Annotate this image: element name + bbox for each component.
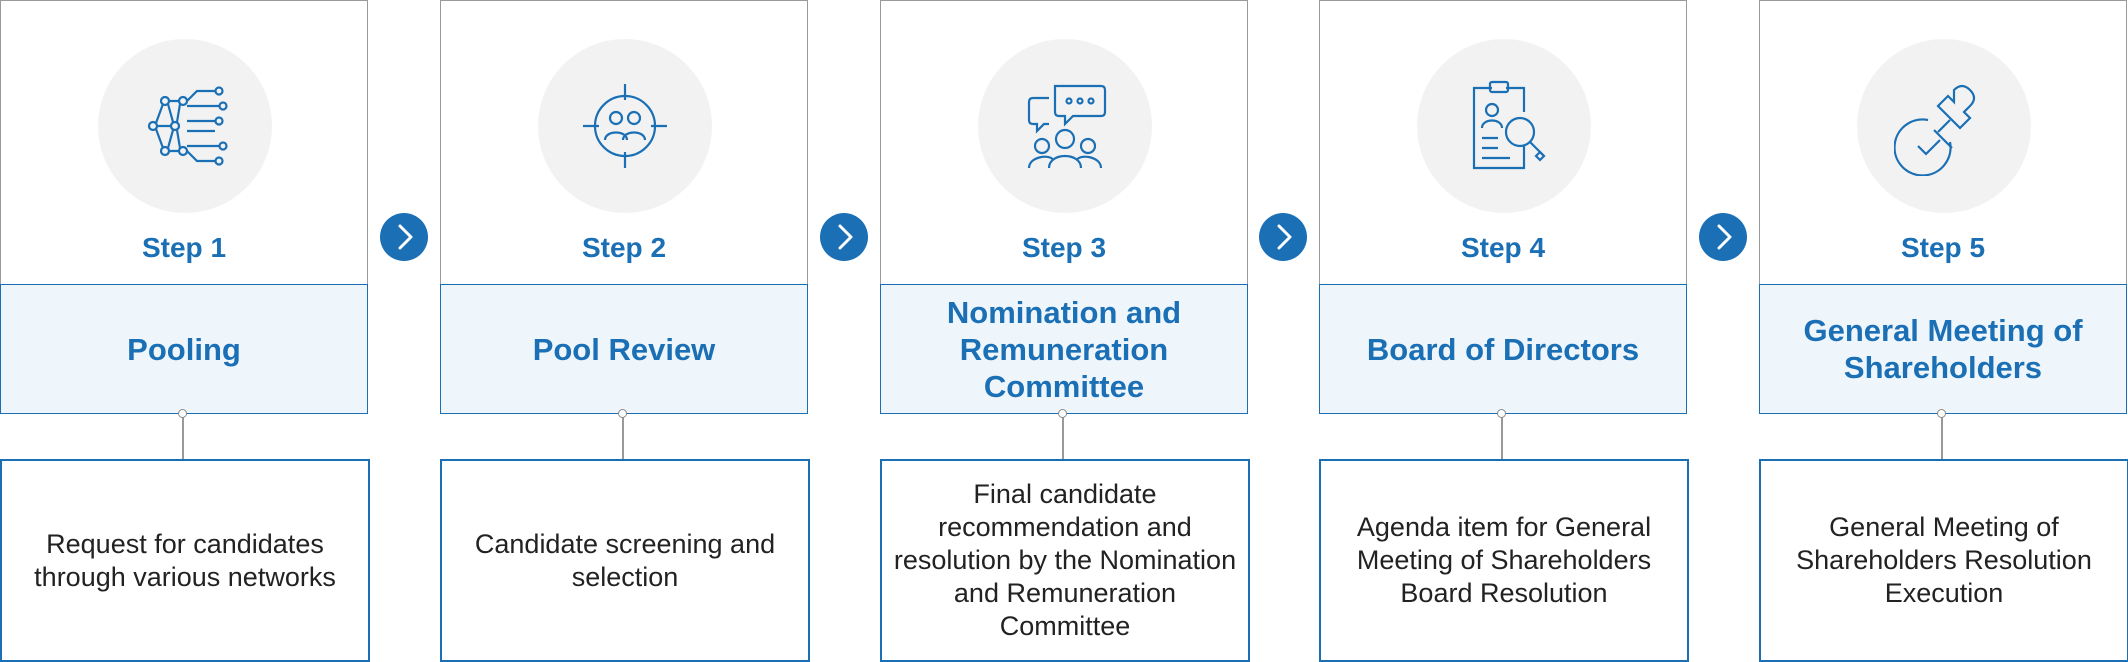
step-title: Board of Directors <box>1366 331 1640 367</box>
connector-dot <box>178 409 187 418</box>
step-description-box: Candidate screening and selection <box>440 459 810 662</box>
step-description: Request for candidates through various n… <box>34 528 336 592</box>
connector-dot <box>1497 409 1506 418</box>
step-3: Step 3 Nomination and Remuneration Commi… <box>880 0 1250 662</box>
clipboard-search-icon <box>1417 39 1591 213</box>
step-description-box: Request for candidates through various n… <box>0 459 370 662</box>
connector-line <box>1062 416 1064 459</box>
connector-dot <box>1058 409 1067 418</box>
connector-line <box>622 416 624 459</box>
step-title: Nomination and Remuneration Committee <box>946 294 1182 404</box>
step-title: Pooling <box>127 331 241 367</box>
step-label: Step 3 <box>1021 232 1107 263</box>
connector-dot <box>1937 409 1946 418</box>
step-description: General Meeting of Shareholders Resoluti… <box>1796 512 2092 608</box>
chevron-right-icon <box>1699 213 1747 261</box>
chevron-right-icon <box>380 213 428 261</box>
step-title-box: General Meeting of Shareholders <box>1759 284 2127 414</box>
step-title: General Meeting of Shareholders <box>1803 313 2083 385</box>
step-card: Step 5 <box>1759 0 2127 285</box>
step-description: Final candidate recommendation and resol… <box>893 479 1237 641</box>
step-4: Step 4 Board of Directors Agenda item fo… <box>1319 0 1689 662</box>
step-label: Step 5 <box>1900 232 1986 263</box>
step-label: Step 2 <box>581 232 667 263</box>
step-1: Step 1 Pooling Request for candidates th… <box>0 0 370 662</box>
step-2: Step 2 Pool Review Candidate screening a… <box>440 0 810 662</box>
step-description-box: General Meeting of Shareholders Resoluti… <box>1759 459 2128 662</box>
network-icon <box>98 39 272 213</box>
connector-dot <box>618 409 627 418</box>
step-5: Step 5 General Meeting of Shareholders G… <box>1759 0 2128 662</box>
step-description-box: Agenda item for General Meeting of Share… <box>1319 459 1689 662</box>
step-description: Candidate screening and selection <box>474 528 776 592</box>
step-label: Step 1 <box>141 232 227 263</box>
connector-line <box>1941 416 1943 459</box>
target-people-icon <box>538 39 712 213</box>
step-description: Agenda item for General Meeting of Share… <box>1356 512 1652 608</box>
step-card: Step 4 <box>1319 0 1687 285</box>
step-card: Step 2 <box>440 0 808 285</box>
chevron-right-icon <box>1259 213 1307 261</box>
step-title-box: Board of Directors <box>1319 284 1687 414</box>
step-title-box: Nomination and Remuneration Committee <box>880 284 1248 414</box>
step-title: Pool Review <box>532 331 716 367</box>
step-label: Step 4 <box>1460 232 1546 263</box>
chevron-right-icon <box>820 213 868 261</box>
step-title-box: Pool Review <box>440 284 808 414</box>
step-title-box: Pooling <box>0 284 368 414</box>
step-description-box: Final candidate recommendation and resol… <box>880 459 1250 662</box>
step-card: Step 3 <box>880 0 1248 285</box>
stamp-check-icon <box>1857 39 2031 213</box>
step-card: Step 1 <box>0 0 368 285</box>
committee-chat-icon <box>978 39 1152 213</box>
connector-line <box>1501 416 1503 459</box>
connector-line <box>182 416 184 459</box>
